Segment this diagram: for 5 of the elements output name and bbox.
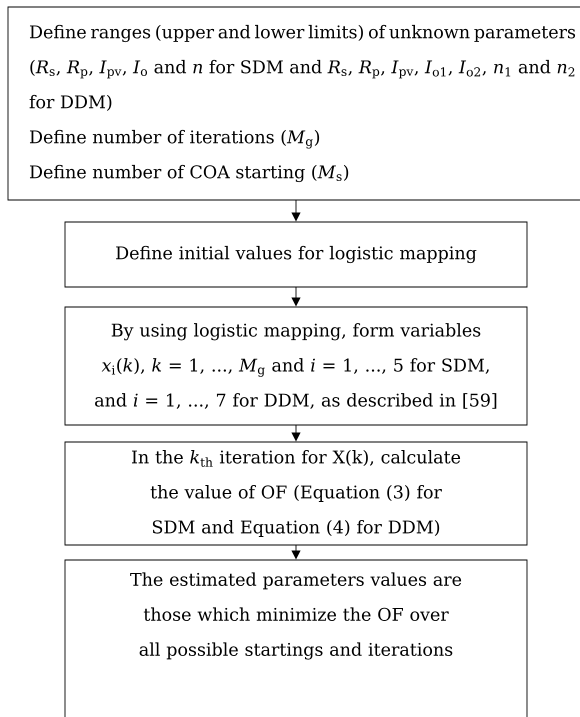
process-box: The estimated parameters values are those which minimize the OF over all possible startings and iterations (64, 560, 528, 717)
process-box: In the k$_{th}$ iteration for X(k), calculate the value of OF (Equation (3) for SDM and Equation (4) for DDM) (64, 442, 528, 546)
process-box: Define initial values for logistic mapping (64, 222, 528, 288)
process-box: Define ranges (upper and lower limits) of unknown parameters (R$_{s}$, R$_{p}$, I$_{pv}$, I$_{o}$ and n for SDM and R$_{s}$, R$_{p}$, I$_{pv}$, I$_{o1}$, I$_{o2}$, n$_{1}$ and n$_{2}$ for DDM) Define number of iterations (M$_{g}$) Define number of COA starting (M$_{s}$) (8, 6, 580, 200)
process-box: By using logistic mapping, form variables x$_{i}$(k), k = 1, ..., M$_{g}$ and i = 1, ..., 5 for SDM, and i = 1, ..., 7 for DDM, as described in [59] (64, 306, 528, 426)
